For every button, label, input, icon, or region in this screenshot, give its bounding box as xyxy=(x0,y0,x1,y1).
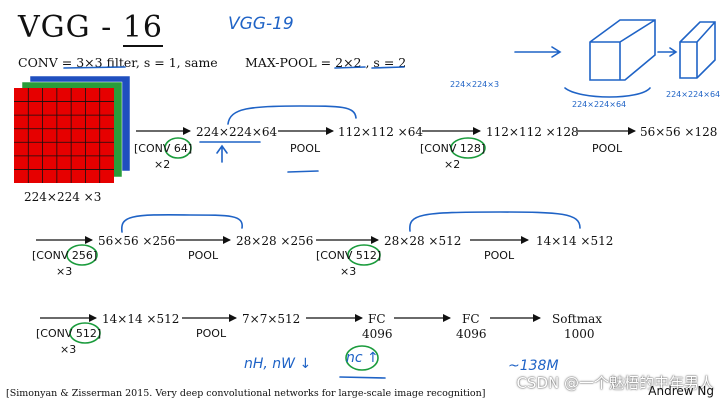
shape-r2-2: 28×28 ×256 xyxy=(236,234,314,248)
shape-r2-1: 56×56 ×256 xyxy=(98,234,176,248)
fc2-name: FC xyxy=(462,312,480,326)
op-r1-pool: POOL xyxy=(290,142,321,155)
pen-marks xyxy=(63,19,716,379)
pen-under-conv xyxy=(63,66,126,69)
op-r1-conv2-repeat: ×2 xyxy=(444,158,461,171)
shape-r2-3: 28×28 ×512 xyxy=(384,234,462,248)
op-r1-pool2: POOL xyxy=(592,142,623,155)
title-prefix: VGG - xyxy=(18,10,123,45)
pen-arc-row2 xyxy=(120,214,243,233)
op-r2-pool: POOL xyxy=(188,249,219,262)
pen-arrow-top2 xyxy=(657,47,678,57)
pen-box1 xyxy=(589,19,656,81)
fc1-name: FC xyxy=(368,312,386,326)
shape-r1-1: 224×224×64 xyxy=(196,125,278,139)
pen-box2 xyxy=(679,21,716,79)
op-r2-conv2-repeat: ×3 xyxy=(340,265,357,278)
shape-r1-3: 112×112 ×128 xyxy=(486,125,579,139)
input-volume xyxy=(14,75,131,183)
fc1-units: 4096 xyxy=(362,327,393,341)
input-label: 224×224 ×3 xyxy=(24,190,102,204)
op-r1-conv: [CONV 64] xyxy=(134,142,193,155)
circle-256 xyxy=(66,244,98,266)
fc2-units: 4096 xyxy=(456,327,487,341)
pen-arc-row1 xyxy=(227,105,357,125)
shape-r3-2: 7×7×512 xyxy=(242,312,301,326)
shape-r1-4: 56×56 ×128 xyxy=(640,125,718,139)
op-r3-conv: [CONV 512] xyxy=(36,327,102,340)
op-r1-conv2: [CONV 128] xyxy=(420,142,486,155)
op-r2-conv-repeat: ×3 xyxy=(56,265,73,278)
circle-64 xyxy=(164,137,192,159)
title-number: 16 xyxy=(122,10,163,47)
input-layer-front xyxy=(14,88,114,183)
softmax-name: Softmax xyxy=(552,312,603,326)
hand-vgg19: VGG-19 xyxy=(228,14,294,34)
hand-size-a: 224×224×3 xyxy=(450,80,500,89)
op-r2-conv: [CONV 256] xyxy=(32,249,98,262)
op-r2-conv2: [CONV 512] xyxy=(316,249,382,262)
conv-definition: CONV = 3×3 filter, s = 1, same xyxy=(18,55,218,70)
circle-512b xyxy=(69,322,101,344)
circle-nc xyxy=(345,345,379,371)
op-r3-conv-repeat: ×3 xyxy=(60,343,77,356)
author: Andrew Ng xyxy=(648,384,714,398)
flow-arrows xyxy=(36,127,636,322)
op-r3-pool: POOL xyxy=(196,327,227,340)
pen-under-nc xyxy=(339,376,386,379)
circle-128 xyxy=(450,137,486,159)
hand-size-c: 224×224×64 xyxy=(666,90,720,99)
softmax-units: 1000 xyxy=(564,327,595,341)
input-grid xyxy=(14,88,114,183)
pen-uparrow xyxy=(216,144,228,163)
shape-r2-4: 14×14 ×512 xyxy=(536,234,614,248)
maxpool-definition: MAX-POOL = 2×2 , s = 2 xyxy=(245,55,407,70)
shape-r3-1: 14×14 ×512 xyxy=(102,312,180,326)
hand-size-b: 224×224×64 xyxy=(572,100,627,109)
circle-512a xyxy=(347,244,381,266)
pen-brace xyxy=(564,87,651,98)
pen-under-pool1 xyxy=(287,170,319,173)
pen-arrow-top1 xyxy=(514,46,562,58)
pen-under-maxpool xyxy=(334,66,405,69)
op-r1-conv-repeat: ×2 xyxy=(154,158,171,171)
watermark: CSDN @一个魅梧的中年男人 xyxy=(516,374,714,392)
hand-nc: nc ↑ xyxy=(346,350,379,366)
pen-arc-row2b xyxy=(409,211,581,232)
citation: [Simonyan & Zisserman 2015. Very deep co… xyxy=(6,388,486,399)
green-circles xyxy=(66,137,486,371)
hand-nh-nw: nH, nW ↓ xyxy=(244,356,312,372)
page-title: VGG - 16 xyxy=(18,10,163,47)
op-r2-pool2: POOL xyxy=(484,249,515,262)
shape-r1-2: 112×112 ×64 xyxy=(338,125,424,139)
hand-params: ~138M xyxy=(508,358,559,374)
